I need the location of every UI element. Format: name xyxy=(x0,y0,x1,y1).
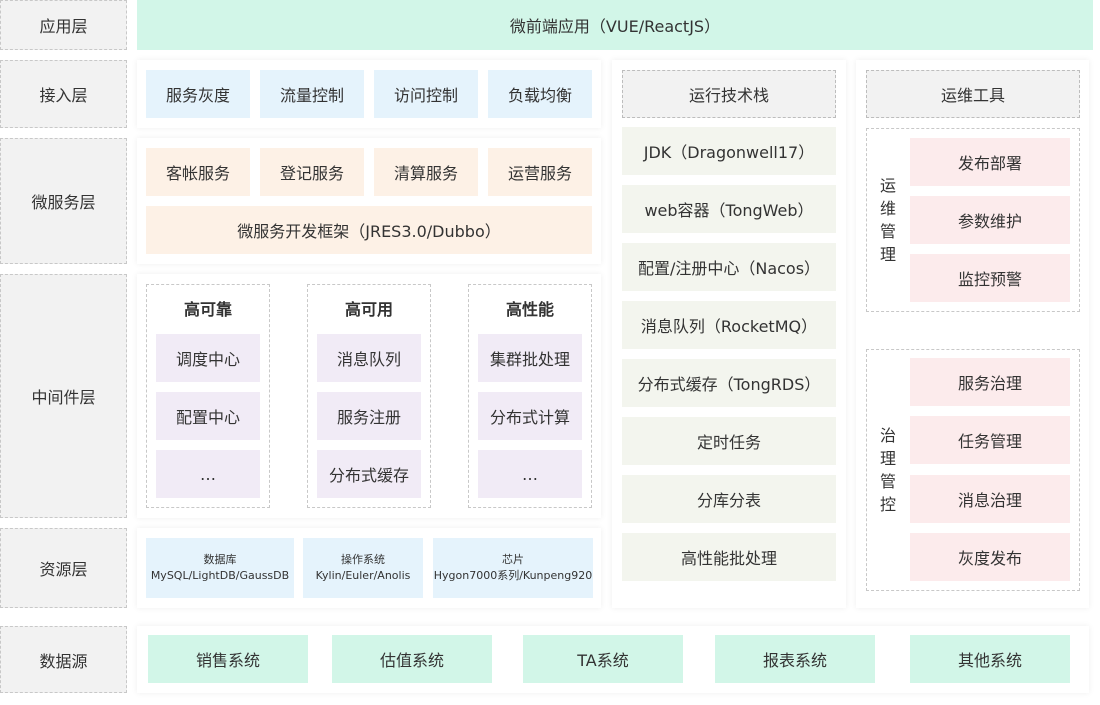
access-item-load-balancing: 负载均衡 xyxy=(488,70,592,118)
access-item-grayscale: 服务灰度 xyxy=(146,70,250,118)
microservice-item-operations: 运营服务 xyxy=(488,148,592,196)
tech-stack-header: 运行技术栈 xyxy=(622,70,836,118)
tech-stack-item-message-queue: 消息队列（RocketMQ） xyxy=(622,301,836,349)
ops-item-monitoring: 监控预警 xyxy=(910,254,1070,302)
resource-detail: MySQL/LightDB/GaussDB xyxy=(150,569,290,582)
middleware-item: 分布式缓存 xyxy=(317,450,421,498)
ops-item-deploy: 发布部署 xyxy=(910,138,1070,186)
layer-label-resource: 资源层 xyxy=(0,528,127,608)
middleware-item: 服务注册 xyxy=(317,392,421,440)
tech-stack-item-web-container: web容器（TongWeb） xyxy=(622,185,836,233)
resource-chip: 芯片 Hygon7000系列/Kunpeng920 xyxy=(433,538,593,598)
gov-item-service: 服务治理 xyxy=(910,358,1070,406)
microservice-item-registration: 登记服务 xyxy=(260,148,364,196)
gov-item-grayscale: 灰度发布 xyxy=(910,533,1070,581)
tech-stack-item-batch-processing: 高性能批处理 xyxy=(622,533,836,581)
ops-management-label: 运维管理 xyxy=(876,128,900,312)
microservice-framework: 微服务开发框架（JRES3.0/Dubbo） xyxy=(146,206,592,254)
layer-label-access: 接入层 xyxy=(0,60,127,128)
datasource-item: 销售系统 xyxy=(148,635,308,683)
middleware-item: 集群批处理 xyxy=(478,334,582,382)
gov-item-task: 任务管理 xyxy=(910,416,1070,464)
middleware-group-title: 高可用 xyxy=(344,300,393,319)
resource-title: 操作系统 xyxy=(341,553,385,566)
layer-label-microservice: 微服务层 xyxy=(0,138,127,264)
layer-label-middleware: 中间件层 xyxy=(0,274,127,518)
middleware-item: 分布式计算 xyxy=(478,392,582,440)
ops-management-label-text: 运维管理 xyxy=(879,176,896,264)
resource-title: 芯片 xyxy=(502,553,524,566)
governance-label: 治理管控 xyxy=(876,349,900,591)
ops-item-parameters: 参数维护 xyxy=(910,196,1070,244)
access-item-access-control: 访问控制 xyxy=(374,70,478,118)
datasource-item: 报表系统 xyxy=(715,635,875,683)
middleware-item: … xyxy=(156,450,260,498)
app-banner: 微前端应用（VUE/ReactJS） xyxy=(137,0,1093,50)
middleware-group-title: 高性能 xyxy=(505,300,554,319)
datasource-item: 其他系统 xyxy=(910,635,1070,683)
resource-detail: Hygon7000系列/Kunpeng920 xyxy=(433,569,593,582)
tech-stack-item-sharding: 分库分表 xyxy=(622,475,836,523)
layer-label-app: 应用层 xyxy=(0,0,127,50)
tech-stack-item-scheduled-tasks: 定时任务 xyxy=(622,417,836,465)
middleware-item: 消息队列 xyxy=(317,334,421,382)
resource-os: 操作系统 Kylin/Euler/Anolis xyxy=(303,538,423,598)
governance-label-text: 治理管控 xyxy=(879,426,896,514)
middleware-item: 配置中心 xyxy=(156,392,260,440)
layer-label-datasource: 数据源 xyxy=(0,626,127,693)
microservice-item-clearing: 清算服务 xyxy=(374,148,478,196)
middleware-item: 调度中心 xyxy=(156,334,260,382)
resource-database: 数据库 MySQL/LightDB/GaussDB xyxy=(146,538,294,598)
datasource-item: 估值系统 xyxy=(332,635,492,683)
tech-stack-item-jdk: JDK（Dragonwell17） xyxy=(622,127,836,175)
ops-tools-header: 运维工具 xyxy=(866,70,1080,118)
resource-title: 数据库 xyxy=(203,553,237,566)
gov-item-message: 消息治理 xyxy=(910,475,1070,523)
tech-stack-item-config-registry: 配置/注册中心（Nacos） xyxy=(622,243,836,291)
tech-stack-item-distributed-cache: 分布式缓存（TongRDS） xyxy=(622,359,836,407)
access-item-traffic-control: 流量控制 xyxy=(260,70,364,118)
resource-detail: Kylin/Euler/Anolis xyxy=(315,569,411,582)
microservice-item-ledger: 客帐服务 xyxy=(146,148,250,196)
middleware-item: … xyxy=(478,450,582,498)
datasource-item: TA系统 xyxy=(523,635,683,683)
middleware-group-title: 高可靠 xyxy=(183,300,232,319)
